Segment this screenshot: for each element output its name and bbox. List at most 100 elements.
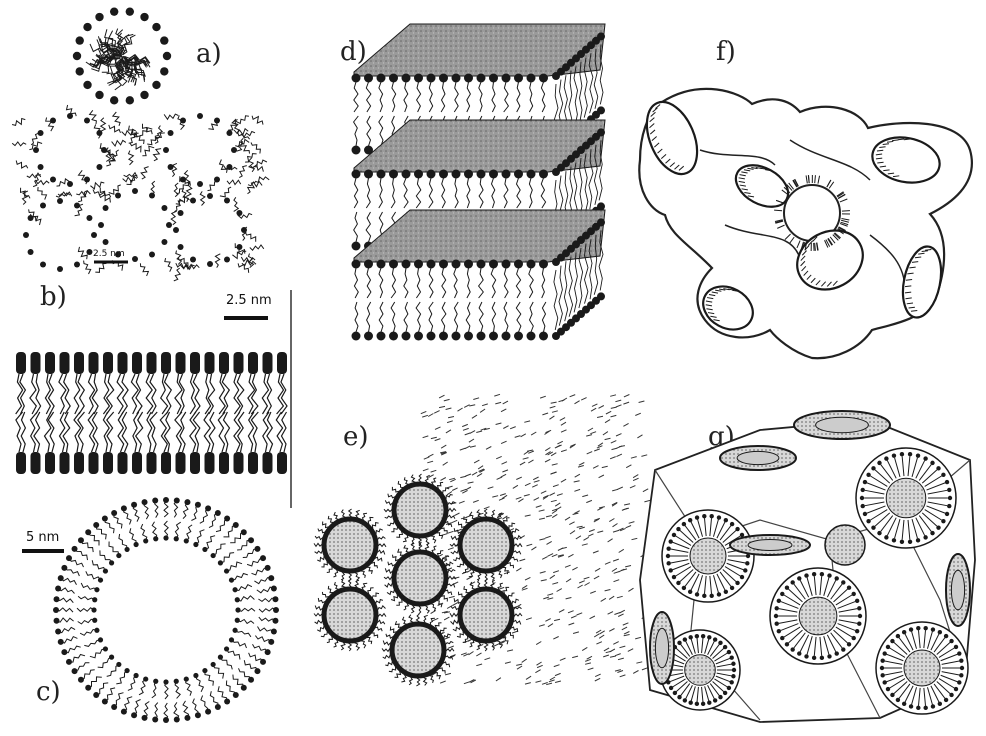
panel-b-bilayer: b) 2.5 nm bbox=[16, 282, 291, 508]
tail-stub bbox=[581, 398, 586, 401]
tail-stub bbox=[602, 466, 608, 467]
bicontinuous-cubic-diagram bbox=[637, 89, 972, 358]
tail-stub bbox=[554, 665, 560, 667]
tail-stub bbox=[615, 400, 621, 402]
headgroup bbox=[944, 698, 948, 702]
tail-stub bbox=[460, 476, 466, 477]
tail-stub bbox=[545, 448, 550, 451]
headgroup bbox=[111, 704, 117, 710]
headgroup bbox=[67, 181, 73, 187]
tail-stub bbox=[516, 664, 522, 665]
panel-a-inverse-micelles: 2.5 nm a) bbox=[12, 7, 269, 280]
headgroup bbox=[53, 607, 59, 613]
headgroup bbox=[902, 630, 906, 634]
headgroup bbox=[717, 592, 721, 596]
tail-stub bbox=[635, 413, 641, 415]
headgroup bbox=[502, 260, 511, 269]
tail-stub bbox=[547, 541, 552, 544]
headgroup bbox=[140, 91, 148, 99]
headgroup bbox=[66, 555, 72, 561]
tail-stub bbox=[495, 402, 501, 404]
disordered-tail bbox=[245, 154, 257, 163]
tail-stub bbox=[524, 495, 530, 497]
headgroup bbox=[452, 332, 461, 341]
lipid-tail bbox=[366, 178, 370, 208]
lipid-tail bbox=[574, 66, 578, 126]
tail-stub bbox=[467, 577, 472, 580]
tail-stub bbox=[448, 417, 454, 418]
micelle-side-core bbox=[737, 451, 779, 464]
tail-stub bbox=[431, 610, 436, 613]
lipid-tail bbox=[78, 412, 85, 452]
tail-stub bbox=[633, 478, 639, 480]
tail-stub bbox=[613, 524, 618, 527]
headgroup bbox=[804, 573, 808, 577]
headgroup bbox=[916, 706, 920, 710]
panel-label-a: a) bbox=[196, 39, 222, 69]
tail-stub bbox=[597, 531, 603, 533]
lipid-tail bbox=[404, 302, 408, 332]
tail-stub bbox=[624, 632, 629, 635]
panel-d-lamellar-stack: d) bbox=[340, 24, 605, 341]
headgroup bbox=[820, 656, 824, 660]
tail-stub bbox=[565, 565, 571, 567]
headgroup bbox=[28, 249, 34, 255]
tail-stub bbox=[624, 635, 630, 636]
headgroup bbox=[923, 626, 927, 630]
tail-stub bbox=[441, 478, 446, 481]
headgroup bbox=[364, 332, 373, 341]
tail-stub bbox=[560, 418, 565, 421]
headgroup bbox=[948, 496, 952, 500]
headgroup bbox=[205, 709, 211, 715]
headgroup bbox=[180, 118, 186, 124]
headgroup bbox=[539, 332, 548, 341]
headgroup bbox=[902, 702, 906, 706]
tail-stub bbox=[444, 399, 450, 401]
headgroup bbox=[896, 634, 900, 638]
tail-stub bbox=[570, 531, 575, 534]
headgroup bbox=[193, 542, 198, 547]
lipid-tail bbox=[107, 412, 114, 452]
tail-stub bbox=[560, 658, 566, 660]
lipid-tail bbox=[574, 252, 577, 312]
tail-stub bbox=[531, 432, 536, 435]
panel-label-f: f) bbox=[716, 37, 736, 67]
tail-stub bbox=[597, 416, 603, 417]
lipid-tail bbox=[367, 116, 371, 146]
tail-stub bbox=[501, 409, 506, 412]
tail-stub bbox=[552, 464, 558, 465]
disordered-tail bbox=[129, 126, 138, 138]
headgroup bbox=[597, 128, 605, 136]
headgroup bbox=[214, 118, 220, 124]
tail-stub bbox=[555, 681, 561, 683]
headgroup bbox=[265, 649, 271, 655]
headgroup bbox=[93, 522, 99, 528]
headgroup bbox=[78, 537, 84, 543]
disordered-tail bbox=[16, 161, 28, 169]
tail-stub bbox=[573, 632, 579, 634]
headgroup bbox=[957, 651, 961, 655]
headgroup bbox=[91, 232, 97, 238]
headgroup bbox=[132, 352, 142, 374]
tail-stub bbox=[599, 507, 605, 508]
tail-stub bbox=[536, 681, 542, 683]
tail-stub bbox=[566, 598, 572, 599]
tail-stub bbox=[617, 487, 623, 489]
tail-stub bbox=[582, 495, 588, 497]
lipid-tail bbox=[354, 116, 359, 146]
tail-stub bbox=[599, 406, 604, 409]
disordered-tail bbox=[208, 182, 219, 191]
headgroup bbox=[730, 656, 734, 660]
lipid-tail bbox=[441, 82, 445, 112]
headgroup bbox=[160, 36, 168, 44]
headgroup bbox=[190, 256, 196, 262]
headgroup bbox=[178, 210, 184, 216]
tail-stub bbox=[600, 631, 605, 634]
tail-stub bbox=[428, 454, 433, 457]
lipid-tail bbox=[454, 82, 458, 112]
disordered-tail bbox=[220, 187, 231, 197]
headgroup bbox=[215, 704, 221, 710]
headgroup bbox=[248, 537, 254, 543]
headgroup bbox=[597, 292, 605, 300]
headgroup bbox=[852, 592, 856, 596]
